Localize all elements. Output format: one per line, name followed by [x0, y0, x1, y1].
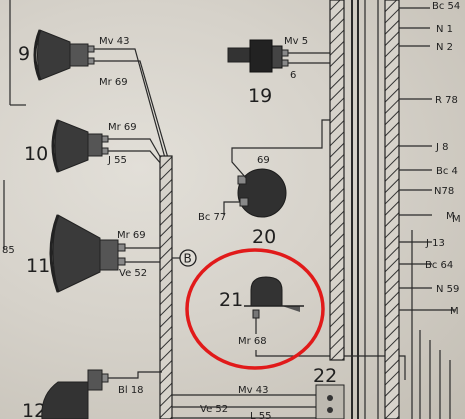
right-wire-label: R 78 — [435, 95, 458, 106]
right-wire-label: M — [450, 306, 459, 317]
component-number-12: 12 — [22, 400, 46, 419]
wire-label: 69 — [257, 155, 270, 166]
wire — [94, 48, 166, 159]
wire-label: Mr 69 — [99, 77, 128, 88]
sender-21 — [244, 276, 304, 334]
bottom-wire-label: Mv 43 — [238, 385, 268, 396]
right-wire-label: Bc 54 — [432, 1, 460, 12]
right-wire-label: N78 — [434, 186, 454, 197]
headlamp-9-body — [37, 29, 71, 81]
wire — [108, 150, 163, 166]
wire-label: J 55 — [107, 155, 127, 166]
lamp-12 — [41, 381, 89, 419]
component-number-19: 19 — [248, 85, 272, 107]
component-number-10: 10 — [24, 143, 48, 165]
headlamp-10 — [51, 119, 109, 173]
right-wire-label: Bc 64 — [425, 260, 453, 271]
wire — [94, 60, 169, 159]
right-wire-label: J 13 — [425, 238, 445, 249]
wire-harness — [159, 155, 173, 419]
right-wire-label: N 59 — [436, 284, 459, 295]
component-number-9: 9 — [18, 43, 30, 65]
headlamp-11 — [49, 214, 126, 293]
right-harness — [384, 0, 400, 419]
bottom-wire-label: L 55 — [250, 411, 271, 419]
junction-b — [179, 249, 197, 267]
right-wire-label: M — [446, 211, 455, 222]
wire-label: Bc 77 — [198, 212, 226, 223]
center-harness — [329, 0, 345, 361]
wire — [108, 371, 162, 379]
headlamp-9 — [33, 29, 95, 81]
right-wire-label: J 8 — [435, 142, 449, 153]
right-wires — [399, 7, 455, 311]
switch-19 — [227, 39, 289, 73]
component-number-22: 22 — [313, 365, 337, 387]
component-number-21: 21 — [219, 289, 243, 311]
wire — [231, 119, 335, 179]
bottom-wire-label: Ve 52 — [200, 404, 228, 415]
right-wire-label: M — [452, 214, 461, 225]
wire-label: Ve 52 — [119, 268, 147, 279]
wire-label: Mr 69 — [108, 122, 137, 133]
wire-label: Mv 5 — [284, 36, 308, 47]
right-wire-label: N 1 — [436, 24, 453, 35]
wire-label: 6 — [290, 70, 296, 81]
connector-22 — [315, 384, 345, 419]
right-wire-label: Bc 4 — [436, 166, 458, 177]
junction-label: B — [184, 252, 192, 266]
highlight-circle — [185, 248, 325, 370]
left-edge-label: 85 — [2, 245, 15, 256]
wire — [108, 138, 163, 161]
wire — [223, 201, 240, 215]
wire-label: Bl 18 — [118, 385, 144, 396]
wire-label: Mv 43 — [99, 36, 129, 47]
component-number-11: 11 — [26, 255, 50, 277]
wire-label: Mr 69 — [117, 230, 146, 241]
horn-20 — [237, 168, 287, 218]
right-wire-label: N 2 — [436, 42, 453, 53]
wire-label: Mr 68 — [238, 336, 267, 347]
component-number-20: 20 — [252, 226, 276, 248]
